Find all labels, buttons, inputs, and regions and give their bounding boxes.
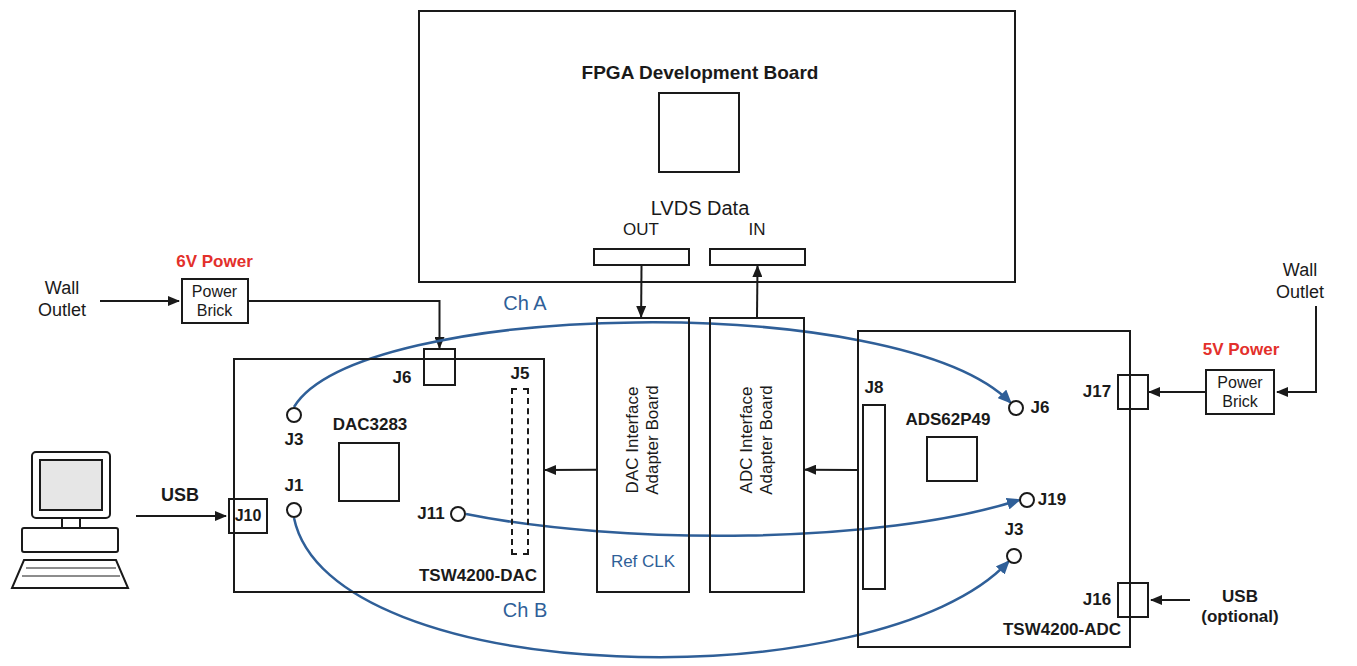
power-jack: J6	[423, 348, 456, 386]
lvds-port: OUT	[593, 248, 690, 266]
node-title: J5	[511, 364, 530, 384]
lvds-port: IN	[709, 248, 806, 266]
power-source: Wall Outlet	[27, 278, 97, 321]
dac-board: TSW4200-DACJ6J3DAC3283J5J1J11J10	[233, 358, 545, 593]
data-connector	[249, 301, 440, 348]
signal-cable	[294, 518, 1008, 657]
node-text: Power Brick	[185, 282, 245, 320]
fpga-board: FPGA Development BoardLVDS DataOUTIN	[418, 10, 1016, 283]
node-title: ADS62P49	[905, 410, 990, 430]
power-brick: 6V PowerPower Brick	[181, 278, 249, 324]
adc-board: TSW4200-ADC J8 J17J6ADS62P49J19J3J16	[857, 330, 1131, 648]
fpga-chip	[659, 93, 739, 172]
sma-connector: J19	[1019, 492, 1035, 508]
node-title: TSW4200-DAC	[419, 566, 537, 586]
node-title: 5V Power	[1203, 340, 1280, 360]
usb-connector: J16	[1117, 582, 1149, 618]
sma-connector: J11	[450, 506, 466, 522]
node-title: J16	[1083, 590, 1111, 610]
node-title: ADC Interface Adapter Board	[737, 378, 778, 503]
node-title: J19	[1038, 490, 1066, 510]
node-text: Power Brick	[1210, 373, 1270, 411]
node-title: IN	[749, 220, 766, 240]
node-title: 6V Power	[176, 252, 253, 272]
node-text: LVDS Data	[651, 196, 750, 220]
node-title: J8	[865, 378, 884, 398]
sma-connector: J1	[286, 502, 302, 518]
node-title: DAC Interface Adapter Board	[623, 378, 664, 503]
node-title: J6	[393, 368, 412, 388]
channel-label: Ch A	[503, 291, 546, 315]
signal-name: Ref CLK	[611, 552, 675, 572]
computer-icon	[12, 452, 128, 588]
sma-connector: J3	[286, 407, 302, 423]
node-title: TSW4200-ADC	[1003, 620, 1121, 640]
usb-connector: J10	[228, 498, 268, 534]
dac-chip: DAC3283	[338, 442, 400, 502]
power-wire	[100, 300, 179, 302]
node-title: J3	[1005, 520, 1024, 540]
power-brick: 5V PowerPower Brick	[1205, 369, 1275, 415]
data-connector	[545, 469, 596, 471]
adapter-board: DAC Interface Adapter Board	[596, 317, 690, 593]
usb-wire	[136, 515, 226, 517]
node-title: DAC3283	[333, 415, 408, 435]
sma-connector: J6	[1008, 400, 1024, 416]
channel-label: Ch B	[503, 598, 547, 622]
interface-name: USB	[161, 485, 199, 507]
data-connector	[805, 469, 857, 471]
node-title: FPGA Development Board	[582, 62, 819, 85]
node-title: J6	[1031, 398, 1050, 418]
node-title: OUT	[623, 220, 659, 240]
node-title: J3	[285, 430, 304, 450]
usb-wire	[1151, 599, 1190, 601]
signal-cable	[466, 500, 1019, 536]
sma-connector: J3	[1006, 548, 1022, 564]
node-title: J10	[235, 506, 262, 525]
adapter-board: ADC Interface Adapter Board	[709, 317, 805, 593]
data-connector	[640, 266, 642, 317]
power-jack: J17	[1117, 374, 1149, 410]
adc-chip: ADS62P49	[926, 436, 978, 482]
data-connector	[1149, 391, 1205, 393]
node-title: J17	[1083, 382, 1111, 402]
power-wire	[1277, 306, 1316, 392]
power-source: Wall Outlet	[1265, 260, 1335, 303]
interface-name: USB (optional)	[1190, 587, 1290, 628]
header-connector: J8	[862, 404, 886, 590]
data-connector	[756, 266, 759, 317]
header-connector: J5	[511, 388, 529, 555]
node-title: J11	[417, 504, 444, 524]
node-title: J1	[285, 476, 304, 496]
